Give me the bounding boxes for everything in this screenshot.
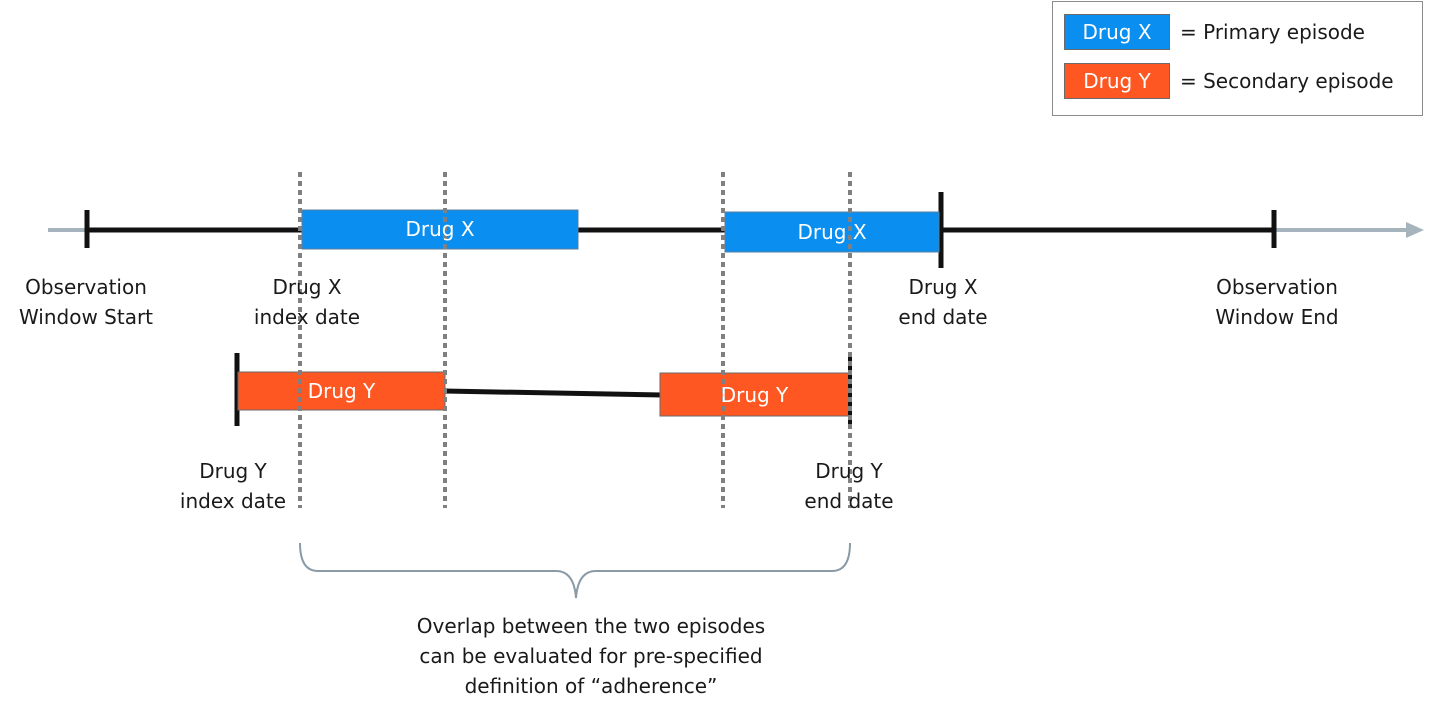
overlap-brace <box>299 542 851 599</box>
legend-swatch-primary: Drug X <box>1064 14 1170 50</box>
axis-arrowhead <box>1406 222 1424 238</box>
drug-y-episode-2-label: Drug Y <box>720 383 789 407</box>
drug-y-index-date-label: Drug Y index date <box>179 459 287 513</box>
drug-x-index-date-label: Drug X index date <box>253 275 361 329</box>
drug-x-episode-2 <box>724 211 940 253</box>
legend-label-primary: = Primary episode <box>1180 20 1365 44</box>
drug-x-episode-1 <box>301 209 579 250</box>
legend-swatch-secondary: Drug Y <box>1064 63 1170 99</box>
drug-x-episode-1-label: Drug X <box>405 217 475 241</box>
observation-end-label: Observation Window End <box>1215 275 1339 329</box>
drug-y-episode-1-label: Drug Y <box>307 379 376 403</box>
drug-y-end-date-label: Drug Y end date <box>804 459 894 513</box>
overlap-note: Overlap between the two episodes can be … <box>416 614 766 698</box>
legend-label-secondary: = Secondary episode <box>1180 69 1394 93</box>
observation-start-label: Observation Window Start <box>18 275 154 329</box>
drug-y-gap-line <box>443 388 663 398</box>
drug-x-end-date-label: Drug X end date <box>898 275 988 329</box>
legend: Drug X = Primary episode Drug Y = Second… <box>1052 1 1423 116</box>
drug-x-episode-2-label: Drug X <box>797 220 867 244</box>
